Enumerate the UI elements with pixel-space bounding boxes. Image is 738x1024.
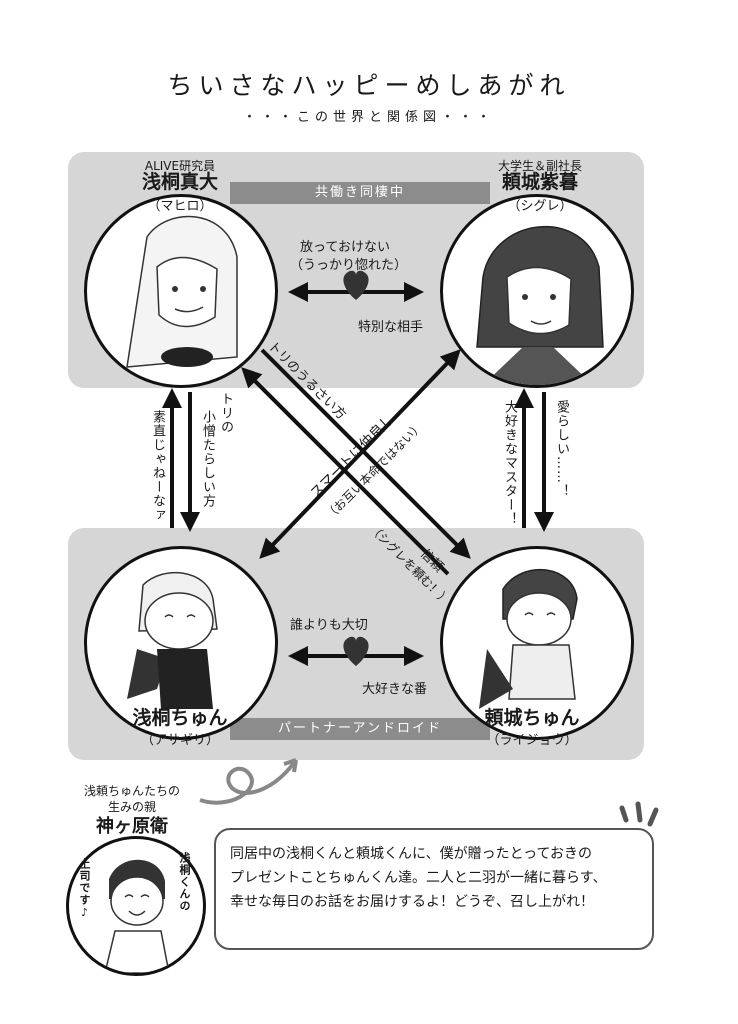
character-illustration (476, 225, 604, 385)
message-line-2: プレゼントことちゅんくん達。二人と二羽が一緒に暮らす、 (230, 870, 607, 886)
kamigahara-name: 神ヶ原衛 (96, 816, 168, 837)
relation-top-label-1: 放っておけない (300, 240, 390, 255)
relation-top-label-2: （うっかり惚れた） (290, 258, 408, 273)
character-illustration (479, 568, 578, 709)
asagiri-reading: （アサギリ） (140, 733, 219, 748)
character-illustration (127, 572, 218, 709)
kamigahara-side-left: 上司です♪ (78, 858, 91, 920)
message-bubble: 同居中の浅桐くんと頼城くんに、僕が贈ったとっておきの プレゼントことちゅんくん達… (214, 828, 654, 950)
raijou-reading: （ライジョウ） (486, 733, 578, 748)
swirl-arrow-icon (199, 758, 298, 805)
heart-icon (343, 636, 369, 666)
asagiri-name: 浅桐ちゅん (132, 707, 228, 729)
character-illustration (104, 859, 170, 973)
page-subtitle: ・・・この世界と関係図・・・ (242, 110, 495, 125)
relation-right-down-label: 愛らしい……！ (554, 400, 569, 498)
message-line-1: 同居中の浅桐くんと頼城くんに、僕が贈ったとっておきの (230, 846, 593, 862)
portrait-shigure (440, 194, 634, 388)
heart-icon (343, 270, 369, 300)
portrait-mahiro (84, 194, 278, 388)
emphasis-lines-icon (619, 801, 659, 827)
shigure-role: 大学生＆副社長 (497, 159, 582, 173)
mahiro-name: 浅桐真大 (141, 171, 218, 193)
relation-left-down-label-2: 小憎たらしい方 (200, 410, 215, 508)
shigure-reading: （シグレ） (507, 199, 573, 214)
portrait-asagiri (84, 546, 278, 740)
bottom-band-label: パートナーアンドロイド (230, 718, 490, 740)
portrait-kamigahara (66, 836, 206, 976)
relation-top-label-3: 特別な相手 (358, 320, 424, 335)
kamigahara-caption-1: 浅頼ちゅんたちの (83, 784, 180, 798)
shigure-name: 頼城紫暮 (501, 171, 578, 193)
relation-bottom-label-2: 大好きな番 (362, 682, 428, 697)
relation-right-up-label: 大好きなマスター！ (502, 400, 517, 526)
character-illustration (126, 215, 238, 368)
message-line-3: 幸せな毎日のお話をお届けするよ！どうぞ、召し上がれ！ (230, 894, 594, 910)
mahiro-role: ALIVE研究員 (144, 159, 216, 173)
portrait-raijou (440, 546, 634, 740)
relation-left-up-label: 素直じゃねーなァ (150, 410, 165, 522)
page-title: ちいさなハッピーめしあがれ (167, 71, 571, 100)
relation-left-down-label-1: トリの (218, 392, 233, 434)
mahiro-reading: （マヒロ） (147, 199, 213, 214)
top-band-label: 共働き同棲中 (230, 182, 490, 204)
relation-bottom-label-1: 誰よりも大切 (290, 618, 368, 633)
arrow-diag-shigure-asagiri (259, 349, 461, 559)
kamigahara-caption-2: 生みの親 (107, 800, 156, 814)
kamigahara-side-right: 浅桐くんの (178, 852, 191, 912)
raijou-name: 頼城ちゅん (484, 707, 580, 729)
